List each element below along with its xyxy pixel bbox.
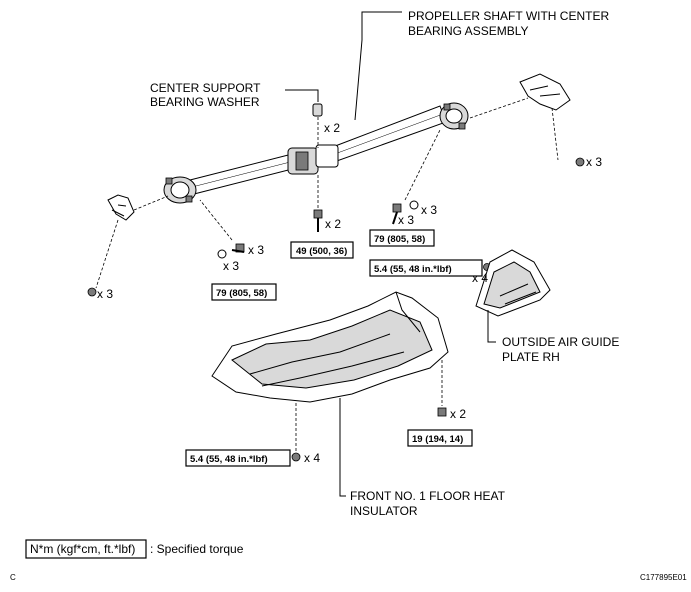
center-bolt [313, 209, 323, 219]
figure-id: C177895E01 [640, 573, 687, 582]
front-washer [217, 249, 227, 259]
right-body-bracket [469, 73, 571, 161]
label-insulator-line2: INSULATOR [350, 504, 418, 518]
torque-guide: 5.4 (55, 48 in.*lbf) [374, 264, 452, 275]
torque-box-center: 49 (500, 36) [290, 241, 354, 259]
torque-box-insulator-left: 5.4 (55, 48 in.*lbf) [185, 449, 291, 467]
left-nut [87, 287, 97, 297]
label-insulator-line1: FRONT NO. 1 FLOOR HEAT [350, 489, 506, 503]
label-propeller-line2: BEARING ASSEMBLY [408, 24, 529, 38]
torque-box-rear: 79 (805, 58) [369, 229, 435, 247]
torque-box-guide: 5.4 (55, 48 in.*lbf) [369, 259, 483, 277]
qty-front-washers: x 3 [223, 259, 239, 273]
label-air-guide-line2: PLATE RH [502, 350, 560, 364]
qty-rear-bolts: x 3 [398, 213, 414, 227]
outside-air-guide-plate [475, 249, 551, 317]
torque-insulator-right: 19 (194, 14) [412, 434, 463, 445]
label-washer-line1: CENTER SUPPORT [150, 81, 261, 95]
floor-heat-insulator [211, 291, 449, 403]
center-support-bearing-washer [312, 103, 323, 117]
fasteners [87, 129, 585, 462]
torque-legend: N*m (kgf*cm, ft.*lbf) : Specified torque [25, 539, 244, 559]
label-washer-line2: BEARING WASHER [150, 95, 260, 109]
rear-washer [409, 200, 419, 210]
torque-center: 49 (500, 36) [296, 246, 347, 257]
qty-washer: x 2 [324, 121, 340, 135]
qty-center-bolt: x 2 [325, 217, 341, 231]
insulator-nut [291, 452, 301, 462]
label-air-guide-line1: OUTSIDE AIR GUIDE [502, 335, 619, 349]
footer-left-code: C [10, 573, 16, 582]
legend-description: : Specified torque [150, 542, 244, 556]
leader-lines [285, 11, 496, 497]
qty-left-nut: x 3 [97, 287, 113, 301]
right-nut [575, 157, 585, 167]
left-body-bracket [95, 194, 169, 289]
torque-front: 79 (805, 58) [216, 288, 267, 299]
qty-right-nut: x 3 [586, 155, 602, 169]
torque-insulator-left: 5.4 (55, 48 in.*lbf) [190, 454, 268, 465]
qty-insulator-nut: x 4 [304, 451, 320, 465]
legend-unit: N*m (kgf*cm, ft.*lbf) [30, 542, 135, 556]
torque-rear: 79 (805, 58) [374, 234, 425, 245]
torque-box-insulator-right: 19 (194, 14) [407, 429, 473, 447]
qty-front-bolts: x 3 [248, 243, 264, 257]
insulator-bolt [437, 407, 447, 417]
qty-insulator-bolt: x 2 [450, 407, 466, 421]
qty-rear-washers: x 3 [421, 203, 437, 217]
torque-box-front: 79 (805, 58) [211, 283, 277, 301]
label-propeller-line1: PROPELLER SHAFT WITH CENTER [408, 9, 609, 23]
rear-bolt [392, 203, 402, 213]
propeller-shaft [163, 102, 469, 204]
